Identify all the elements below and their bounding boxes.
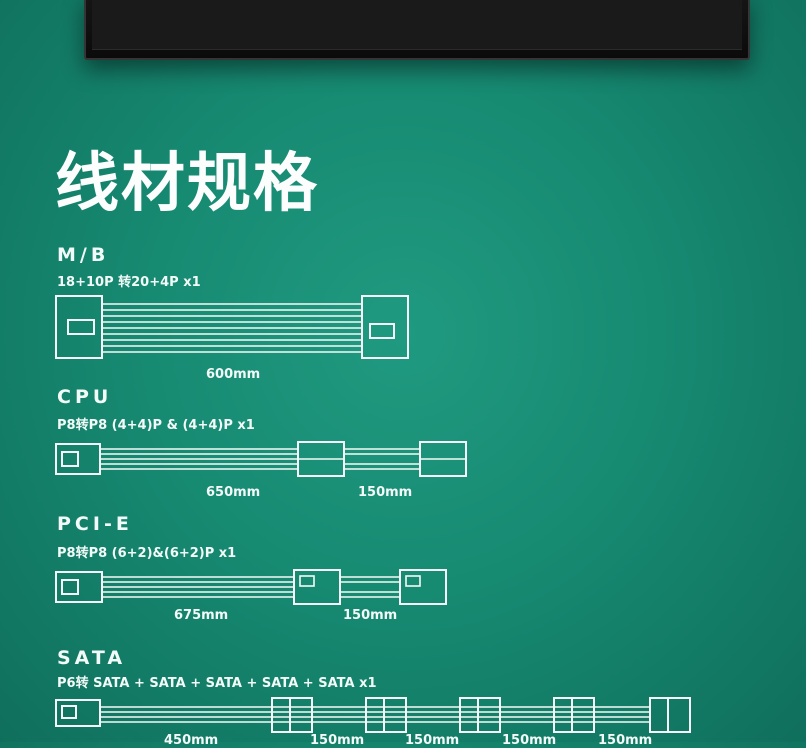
sata-connector-4 <box>553 697 595 733</box>
cpu-wires-main <box>100 448 298 470</box>
pcie-wires-main <box>102 576 294 598</box>
pcie-connector-right <box>399 569 447 605</box>
sata-length-3: 150mm <box>405 733 460 748</box>
mb-cable-diagram <box>55 295 409 359</box>
power-supply-face <box>92 0 742 50</box>
mb-connector-left <box>55 295 103 359</box>
sata-spec: P6转 SATA + SATA + SATA + SATA + SATA x1 <box>57 676 377 691</box>
cpu-length-1: 650mm <box>206 485 261 500</box>
sata-length-1: 450mm <box>164 733 219 748</box>
cpu-cable-diagram <box>55 441 467 477</box>
sata-connector-2 <box>365 697 407 733</box>
mb-latch-left <box>67 319 95 335</box>
pcie-wires-extension <box>340 576 400 598</box>
cpu-wires-extension <box>344 448 420 470</box>
pcie-spec: P8转P8 (6+2)&(6+2)P x1 <box>57 546 237 561</box>
page-title: 线材规格 <box>55 147 319 221</box>
sata-connector-3 <box>459 697 501 733</box>
cpu-latch-left <box>61 451 79 467</box>
pcie-connector-middle <box>293 569 341 605</box>
pcie-cable-diagram <box>55 569 447 605</box>
pcie-length-2: 150mm <box>343 608 398 623</box>
sata-length-2: 150mm <box>310 733 365 748</box>
sata-cable-diagram <box>55 697 691 733</box>
pcie-length-1: 675mm <box>174 608 229 623</box>
sata-connector-5 <box>649 697 691 733</box>
sata-wires <box>100 706 650 723</box>
mb-wires <box>102 303 362 353</box>
sata-length-5: 150mm <box>598 733 653 748</box>
sata-connector-left <box>55 699 101 727</box>
sata-section-title: SATA <box>57 647 127 669</box>
power-supply-unit <box>84 0 750 60</box>
sata-length-4: 150mm <box>502 733 557 748</box>
cpu-section-title: CPU <box>57 386 113 408</box>
mb-spec: 18+10P 转20+4P x1 <box>57 275 201 290</box>
mb-connector-right <box>361 295 409 359</box>
mb-latch-right <box>369 323 395 339</box>
mb-length-1: 600mm <box>206 367 261 382</box>
cpu-spec: P8转P8 (4+4)P & (4+4)P x1 <box>57 418 255 433</box>
cpu-length-2: 150mm <box>358 485 413 500</box>
pcie-latch-left <box>61 579 79 595</box>
mb-section-title: M/B <box>57 244 110 266</box>
sata-connector-1 <box>271 697 313 733</box>
pcie-section-title: PCI-E <box>57 513 133 535</box>
